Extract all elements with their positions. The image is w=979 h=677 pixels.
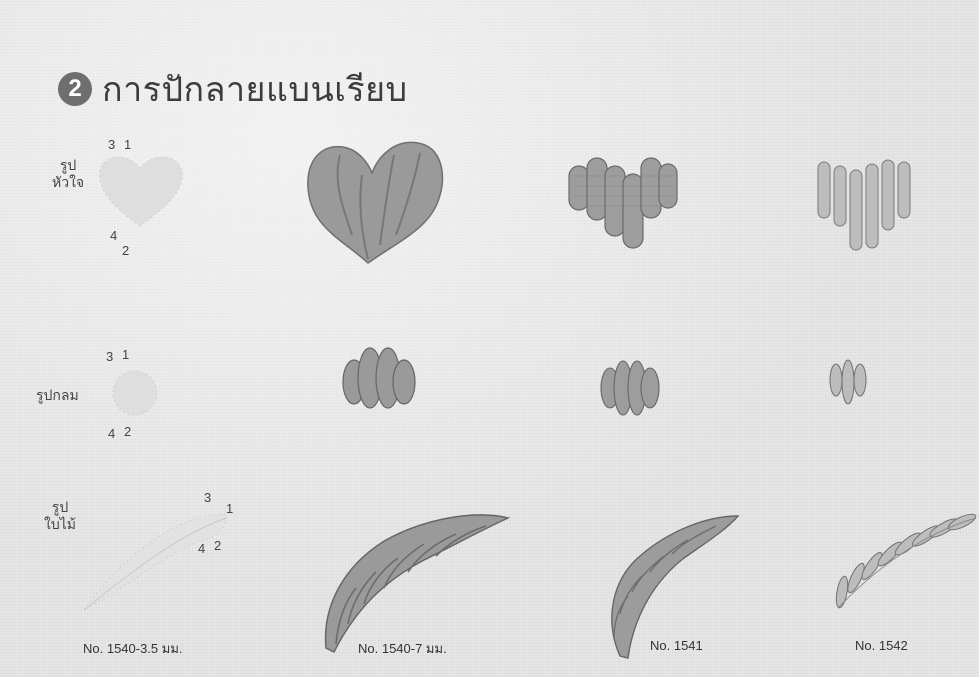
round-step-3: 3 — [106, 349, 113, 364]
caption-1541: No. 1541 — [650, 638, 703, 653]
row-label-heart-line2: หัวใจ — [52, 175, 84, 192]
row-label-leaf: รูป ใบไม้ — [44, 500, 76, 534]
row-label-round: รูปกลม — [36, 388, 79, 405]
heart-step-2: 2 — [122, 243, 129, 258]
caption-1540-3-5mm: No. 1540-3.5 มม. — [83, 638, 183, 659]
round-sample-1540-7 — [340, 344, 418, 414]
round-sample-1541 — [598, 356, 662, 420]
row-label-leaf-line1: รูป — [44, 500, 76, 517]
row-label-heart-line1: รูป — [52, 158, 84, 175]
leaf-sample-1542 — [830, 504, 979, 612]
leaf-sample-1540-7 — [316, 504, 512, 654]
round-step-4: 4 — [108, 426, 115, 441]
caption-1542: No. 1542 — [855, 638, 908, 653]
section-number-badge: 2 — [58, 72, 92, 106]
section-title: การปักลายแบนเรียบ — [102, 62, 408, 116]
heart-outline-sample — [92, 148, 188, 232]
row-label-round-line1: รูปกลม — [36, 388, 79, 405]
heart-sample-1542 — [812, 156, 916, 256]
round-step-1: 1 — [122, 347, 129, 362]
heart-sample-1541 — [565, 152, 681, 252]
round-step-2: 2 — [124, 424, 131, 439]
round-sample-1542 — [827, 356, 869, 408]
heart-sample-1540-7 — [302, 135, 448, 267]
row-label-heart: รูป หัวใจ — [52, 158, 84, 192]
section-heading: 2 การปักลายแบนเรียบ — [58, 62, 408, 116]
leaf-outline-sample — [76, 496, 236, 616]
caption-1540-7mm: No. 1540-7 มม. — [358, 638, 447, 659]
round-outline-sample — [110, 368, 160, 418]
row-label-leaf-line2: ใบไม้ — [44, 517, 76, 534]
